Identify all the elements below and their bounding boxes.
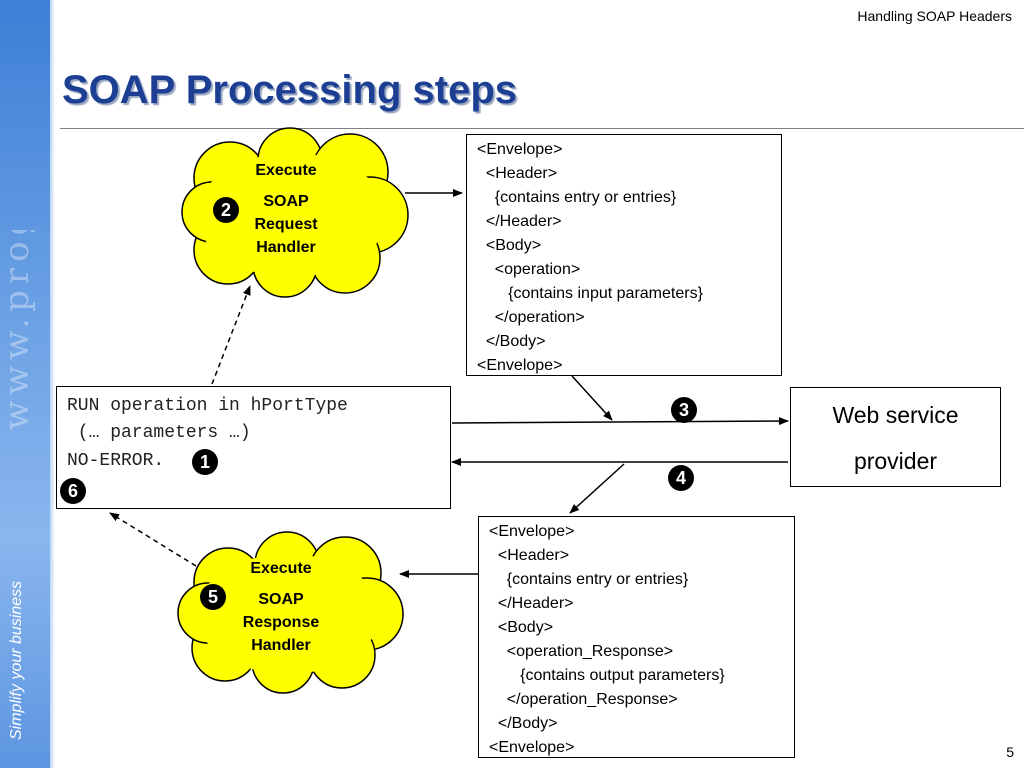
xml-line: <Envelope>: [477, 141, 563, 158]
step-2-badge: 2: [213, 197, 239, 223]
xml-line: <Header>: [489, 547, 570, 564]
response-cloud-label: Execute SOAP Response Handler: [226, 557, 336, 657]
provider-line2: provider: [853, 448, 938, 474]
page-number: 5: [1006, 744, 1014, 760]
response-cloud-line4: Handler: [251, 637, 311, 654]
step-6-badge: 6: [60, 478, 86, 504]
xml-line: </Header>: [477, 213, 562, 230]
response-cloud: [177, 531, 404, 694]
arrow-run-to-provider: [451, 417, 789, 426]
request-cloud-line2: SOAP: [263, 193, 309, 210]
arrow-wire-to-response-envelope: [569, 463, 625, 514]
xml-line: {contains entry or entries}: [489, 571, 689, 588]
request-cloud-line4: Handler: [256, 239, 316, 256]
web-service-provider-box: Web service provider: [790, 387, 1001, 487]
xml-line: <Header>: [477, 165, 558, 182]
page-title: SOAP Processing steps: [62, 68, 517, 112]
xml-line: <operation>: [477, 261, 581, 278]
request-envelope-box: <Envelope> <Header> {contains entry or e…: [466, 134, 782, 376]
code-line-3: NO-ERROR.: [67, 451, 165, 471]
xml-line: </Body>: [477, 333, 546, 350]
response-cloud-line1: Execute: [250, 560, 312, 577]
xml-line: <operation_Response>: [489, 643, 674, 660]
request-cloud-line1: Execute: [255, 162, 317, 179]
response-cloud-line3: Response: [242, 614, 320, 631]
xml-line: </Header>: [489, 595, 574, 612]
step-4-badge: 4: [668, 465, 694, 491]
xml-line: </operation>: [477, 309, 585, 326]
request-cloud-line3: Request: [254, 216, 318, 233]
code-line-1: RUN operation in hPortType: [67, 396, 348, 416]
xml-line: <Body>: [477, 237, 542, 254]
arrow-run-to-request-cloud: [211, 285, 251, 385]
xml-line: {contains entry or entries}: [477, 189, 677, 206]
xml-line: <Envelope>: [489, 739, 575, 756]
run-statement-box: RUN operation in hPortType (… parameters…: [56, 386, 451, 509]
request-cloud-label: Execute SOAP Request Handler: [236, 159, 336, 259]
step-1-badge: 1: [192, 449, 218, 475]
xml-line: {contains output parameters}: [489, 667, 725, 684]
xml-line: <Envelope>: [477, 357, 563, 374]
xml-line: <Envelope>: [489, 523, 575, 540]
step-3-badge: 3: [671, 397, 697, 423]
step-5-badge: 5: [200, 584, 226, 610]
sidebar-edge: [50, 0, 55, 768]
sidebar-band: www.progress Simplify your business: [0, 0, 50, 768]
xml-line: </operation_Response>: [489, 691, 678, 708]
provider-line1: Web service: [832, 402, 959, 428]
xml-line: {contains input parameters}: [477, 285, 703, 302]
code-line-2: (… parameters …): [67, 423, 251, 443]
arrow-request-envelope-to-wire: [571, 375, 613, 421]
xml-line: <Body>: [489, 619, 554, 636]
response-cloud-line2: SOAP: [258, 591, 304, 608]
response-envelope-box: <Envelope> <Header> {contains entry or e…: [478, 516, 795, 758]
arrow-response-cloud-to-run: [109, 512, 197, 567]
header-label: Handling SOAP Headers: [857, 8, 1012, 24]
xml-line: </Body>: [489, 715, 558, 732]
title-divider: [60, 128, 1024, 129]
